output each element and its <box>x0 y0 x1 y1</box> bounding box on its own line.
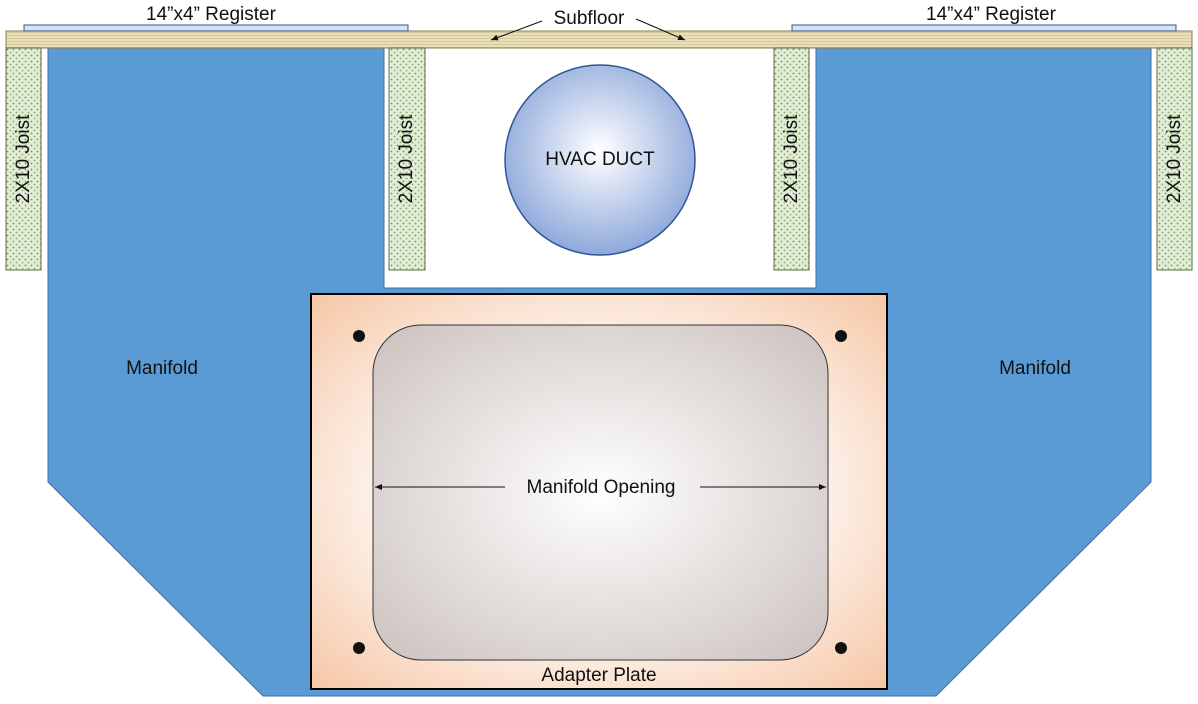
bolt-hole-top-left <box>353 330 365 342</box>
manifold-right-label: Manifold <box>999 358 1071 379</box>
subfloor-label: Subfloor <box>554 8 625 29</box>
register-right <box>791 24 1177 32</box>
joist-3 <box>773 47 810 271</box>
joist-1-label: 2X10 Joist <box>13 114 34 203</box>
subfloor-arrow-left <box>490 20 543 41</box>
joist-2-label: 2X10 Joist <box>396 114 417 203</box>
manifold-opening <box>372 324 829 661</box>
hvac-duct-label: HVAC DUCT <box>545 149 655 170</box>
joist-2 <box>388 47 426 271</box>
manifold-opening-label: Manifold Opening <box>527 477 676 498</box>
bolt-hole-bottom-right <box>835 642 847 654</box>
bolt-hole-bottom-left <box>353 642 365 654</box>
joist-3-label: 2X10 Joist <box>781 114 802 203</box>
adapter-plate-label: Adapter Plate <box>541 665 656 686</box>
joist-4 <box>1156 47 1193 271</box>
joist-4-label: 2X10 Joist <box>1164 114 1185 203</box>
bolt-hole-top-right <box>835 330 847 342</box>
register-left-label: 14”x4” Register <box>146 4 277 25</box>
subfloor-arrow-right <box>635 18 686 41</box>
manifold-left-label: Manifold <box>126 358 198 379</box>
hvac-duct <box>504 64 696 256</box>
subfloor <box>5 30 1193 49</box>
register-right-label: 14”x4” Register <box>926 4 1057 25</box>
joist-1 <box>5 47 42 271</box>
register-left <box>23 24 409 32</box>
